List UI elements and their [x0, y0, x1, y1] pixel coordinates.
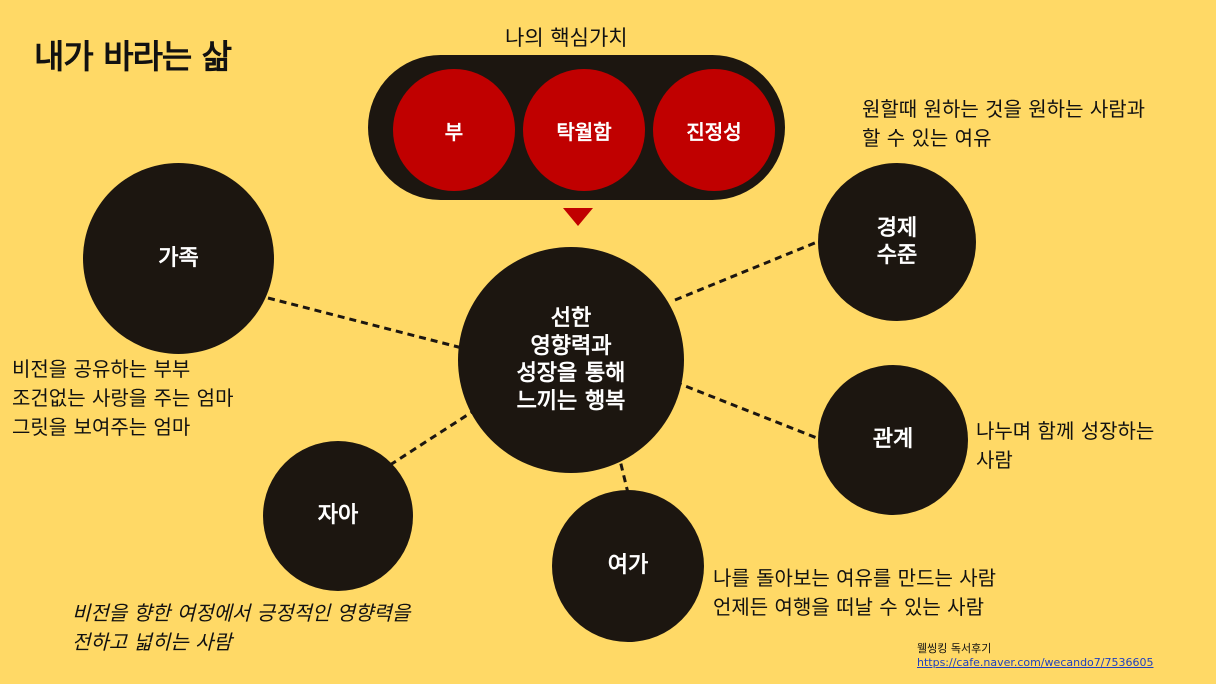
- center-circle: 선한 영향력과 성장을 통해 느끼는 행복: [458, 247, 684, 473]
- note-economy: 원할때 원하는 것을 원하는 사람과 할 수 있는 여유: [862, 97, 1146, 150]
- node-family: 가족: [83, 163, 274, 354]
- note-self: 비전을 향한 여정에서 긍정적인 영향력을 전하고 넓히는 사람: [72, 601, 411, 654]
- note-family: 비전을 공유하는 부부 조건없는 사랑을 주는 엄마 그릿을 보여주는 엄마: [12, 357, 234, 439]
- value-circle-authenticity: 진정성: [653, 69, 775, 191]
- note-leisure: 나를 돌아보는 여유를 만드는 사람 언제든 여행을 떠날 수 있는 사람: [713, 566, 997, 619]
- value-circle-wealth: 부: [393, 69, 515, 191]
- note-relationship: 나누며 함께 성장하는 사람: [976, 419, 1155, 472]
- node-self: 자아: [263, 441, 413, 591]
- node-relationship: 관계: [818, 365, 968, 515]
- page-title: 내가 바라는 삶: [34, 37, 232, 76]
- credit: 웰씽킹 독서후기 https://cafe.naver.com/wecando7…: [917, 642, 1153, 670]
- connector-relationship: [674, 380, 823, 442]
- node-leisure: 여가: [552, 490, 704, 642]
- down-arrow-icon: [563, 208, 593, 226]
- node-economy: 경제 수준: [818, 163, 976, 321]
- value-circle-excellence: 탁월함: [523, 69, 645, 191]
- connector-self: [389, 408, 476, 467]
- credit-link[interactable]: https://cafe.naver.com/wecando7/7536605: [917, 656, 1154, 669]
- credit-text: 웰씽킹 독서후기: [917, 642, 992, 655]
- connector-family: [267, 296, 471, 352]
- connector-economy: [674, 238, 823, 302]
- core-values-label: 나의 핵심가치: [505, 26, 628, 50]
